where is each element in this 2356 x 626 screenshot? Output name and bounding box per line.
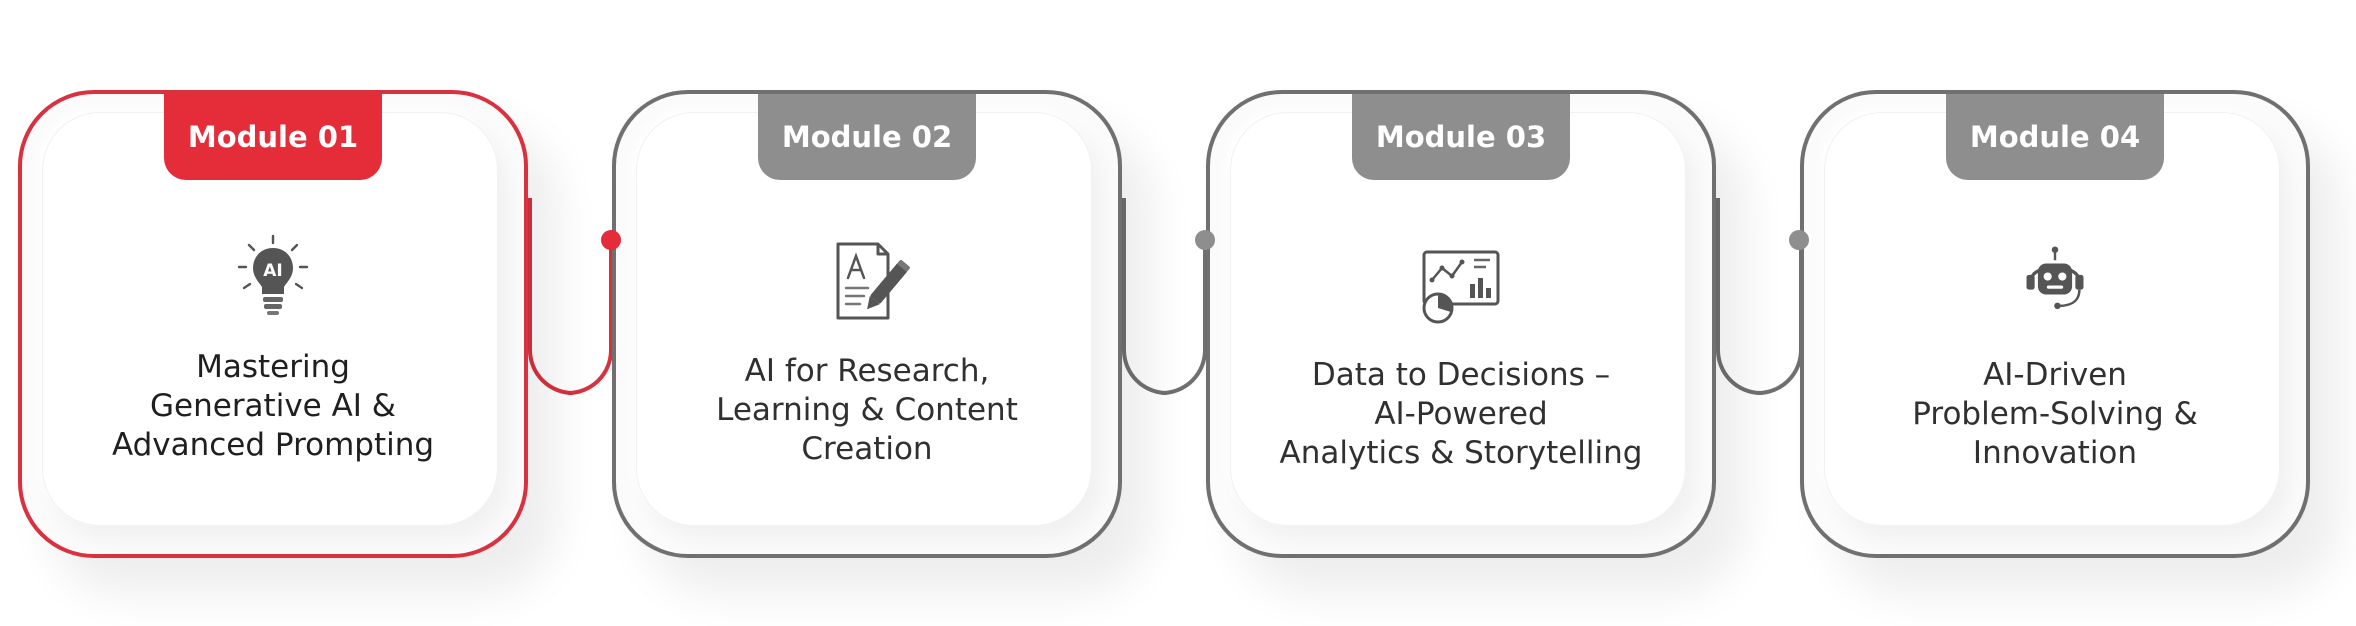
connector-1-2	[528, 198, 613, 395]
analytics-dashboard-icon	[1422, 250, 1500, 324]
module-tab-01: Module 01	[164, 94, 382, 180]
card-inner-panel	[1824, 112, 2280, 526]
module-title-03: Data to Decisions – AI-Powered Analytics…	[1279, 357, 1643, 471]
module-card-04[interactable]: Module 04 AI-Driven Problem-Solving & In…	[1800, 90, 2310, 558]
module-tab-03: Module 03	[1352, 94, 1570, 180]
module-title-02: AI for Research, Learning & Content Crea…	[716, 353, 1018, 467]
module-title-04: AI-Driven Problem-Solving & Innovation	[1912, 357, 2198, 471]
connector-node-04	[1789, 230, 1809, 250]
connector-node-03	[1195, 230, 1215, 250]
card-inner-panel	[42, 112, 498, 526]
module-tab-02: Module 02	[758, 94, 976, 180]
card-inner-panel	[1230, 112, 1686, 526]
document-pen-icon	[836, 242, 910, 320]
icon-ai-text: AI	[263, 261, 282, 281]
module-card-03[interactable]: Module 03 Data to Decisions – AI-Powered…	[1206, 90, 1716, 558]
module-card-02[interactable]: Module 02 AI for Research, Learning & Co…	[612, 90, 1122, 558]
module-tab-04: Module 04	[1946, 94, 2164, 180]
robot-headset-icon	[2026, 246, 2084, 310]
connector-3-4	[1716, 198, 1803, 395]
connector-2-3	[1122, 198, 1207, 395]
module-card-01[interactable]: Module 01 AI Mastering Generative AI & A…	[18, 90, 528, 558]
connector-node-02	[601, 230, 621, 250]
module-title-01: Mastering Generative AI & Advanced Promp…	[111, 349, 435, 463]
ai-lightbulb-icon: AI	[237, 234, 309, 315]
